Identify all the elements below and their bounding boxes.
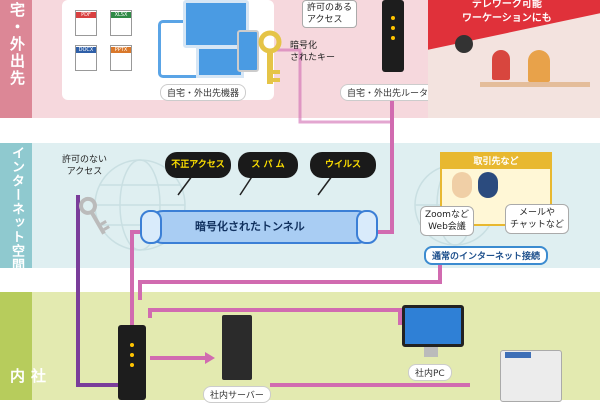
docx-file-icon: DOCX	[75, 45, 97, 71]
person-worker-icon	[528, 50, 550, 82]
zoom-label: Zoomなど Web会議	[420, 206, 474, 236]
internet-band-label: インターネット空間	[9, 146, 24, 272]
encrypted-key-label: 暗号化 されたキー	[290, 41, 336, 63]
purple-line-unauthorized	[76, 195, 130, 387]
office-band-label: 社内	[8, 368, 47, 385]
office-band-tab	[0, 292, 32, 400]
tunnel-left-cap	[140, 210, 162, 244]
pink-line-home-box	[270, 48, 392, 124]
partner-person-icon	[478, 172, 498, 198]
office-router-icon	[118, 325, 146, 400]
encrypted-tunnel	[148, 210, 372, 244]
pptx-file-icon: PPTX	[110, 45, 132, 71]
partner-person-icon	[452, 172, 472, 198]
printer-panel	[505, 352, 531, 358]
workation-scene	[428, 0, 600, 118]
desk-table	[480, 82, 590, 87]
encrypted-key-icon	[258, 30, 282, 84]
router-led	[130, 343, 134, 347]
mail-chat-label: メールや チャットなど	[505, 204, 569, 234]
pink-line-office-pc	[148, 308, 402, 325]
home-band-label: 宅・外出先	[8, 2, 26, 87]
office-server-label: 社内サーバー	[203, 386, 271, 403]
threat-unauthorized-access: 不正アクセス	[165, 152, 231, 178]
home-band-tab	[0, 0, 32, 118]
office-pc-monitor-icon	[402, 305, 464, 347]
pdf-file-icon: PDF	[75, 10, 97, 36]
pink-line-office-internet	[138, 262, 442, 300]
office-pc-label: 社内PC	[408, 364, 452, 381]
normal-connection-label: 通常のインターネット接続	[424, 246, 549, 265]
tunnel-label: 暗号化されたトンネル	[195, 220, 305, 233]
router-led	[130, 353, 134, 357]
router-led	[391, 36, 395, 40]
clock-icon	[455, 35, 473, 53]
workation-banner-text: テレワーク可能 ワーケーションにも	[462, 0, 552, 24]
partner-title: 取引先など	[440, 152, 552, 169]
server-icon	[222, 315, 252, 380]
home-devices-label: 自宅・外出先機器	[160, 84, 247, 101]
office-pc-stand	[424, 347, 438, 357]
router-led	[391, 16, 395, 20]
tunnel-right-cap	[356, 210, 378, 244]
permitted-access-label: 許可のある アクセス	[302, 0, 358, 28]
internet-band-tab	[0, 143, 32, 268]
router-led	[391, 26, 395, 30]
threat-spam: ス パ ム	[238, 152, 298, 178]
arrow-to-server	[205, 352, 215, 364]
unauthorized-access-label: 許可のない アクセス	[62, 155, 108, 177]
person-worker-icon	[492, 50, 510, 80]
router-led	[130, 363, 134, 367]
unauthorized-key-icon	[79, 196, 110, 235]
smartphone-icon	[237, 30, 259, 72]
threat-virus: ウイルス	[310, 152, 376, 178]
home-router-icon	[382, 0, 404, 72]
xlsx-file-icon: XLSX	[110, 10, 132, 36]
